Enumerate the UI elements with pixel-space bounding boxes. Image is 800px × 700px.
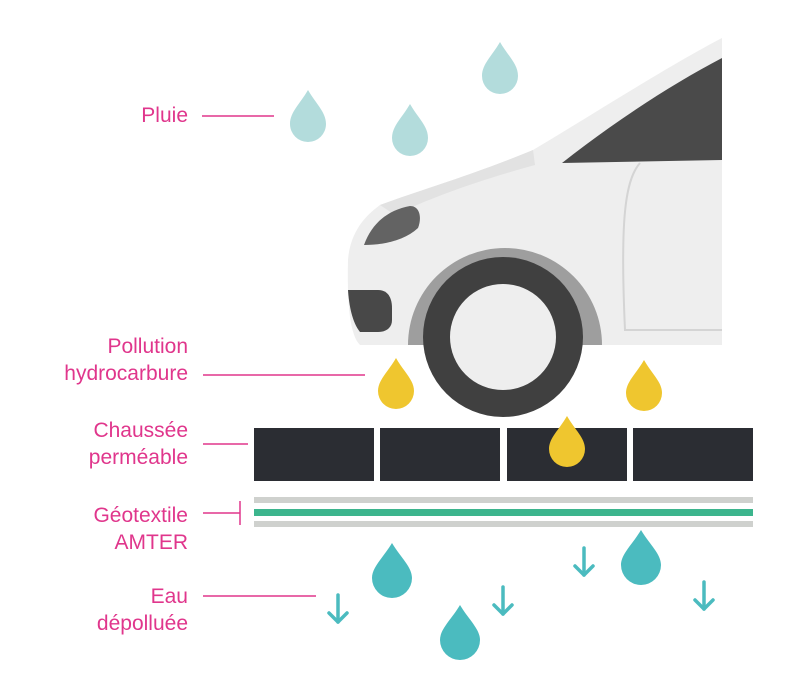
water-drop-icon [372, 543, 412, 598]
rain-drop-icon [392, 104, 428, 156]
arrow-down-icon [693, 580, 715, 611]
rain-drop-icon [290, 90, 326, 142]
label-pollution-line1: Pollution [107, 335, 188, 358]
label-pollution-line2: hydrocarbure [64, 362, 188, 385]
wheel-hub [450, 284, 556, 390]
car [347, 38, 722, 417]
label-geotextile-line1: Géotextile [93, 504, 188, 527]
permeable-pavement [254, 428, 753, 481]
car-window [562, 58, 722, 163]
rain-drops [290, 42, 518, 156]
label-geotextile: Géotextile AMTER [93, 502, 188, 556]
oil-drop-icon [378, 358, 414, 409]
arrow-down-icon [573, 546, 595, 577]
car-hood-shade [380, 150, 535, 215]
water-drop-icon [440, 605, 480, 660]
clean-water-drops [372, 530, 661, 660]
label-chaussee-line2: perméable [88, 446, 188, 469]
geotextile-band [254, 509, 753, 516]
label-pollution: Pollution hydrocarbure [64, 333, 188, 387]
oil-drop-icon [549, 416, 585, 467]
label-pluie-text: Pluie [141, 104, 188, 127]
label-eau-line1: Eau [150, 585, 188, 608]
geotextile-top-border [254, 497, 753, 503]
leader-lines [202, 115, 365, 597]
pollution-drops [378, 358, 662, 467]
water-drop-icon [621, 530, 661, 585]
geotextile-bottom-border [254, 521, 753, 527]
label-chaussee: Chaussée perméable [89, 417, 188, 471]
arrow-down-icon [492, 585, 514, 616]
label-geotextile-line2: AMTER [114, 531, 189, 554]
label-eau-line2: dépolluée [96, 612, 188, 635]
oil-drop-icon [626, 360, 662, 411]
arrow-down-icon [327, 593, 349, 624]
label-pluie: Pluie [141, 102, 188, 129]
car-fog-light [348, 290, 392, 332]
car-headlight [364, 206, 420, 245]
car-door-line [622, 162, 722, 331]
label-chaussee-line1: Chaussée [93, 419, 188, 442]
pavement-block [254, 428, 374, 481]
geotextile-layer [254, 497, 753, 527]
pavement-block [380, 428, 500, 481]
label-eau: Eau dépolluée [97, 583, 188, 637]
rain-drop-icon [482, 42, 518, 94]
pavement-block [633, 428, 753, 481]
flow-arrows [327, 546, 715, 624]
